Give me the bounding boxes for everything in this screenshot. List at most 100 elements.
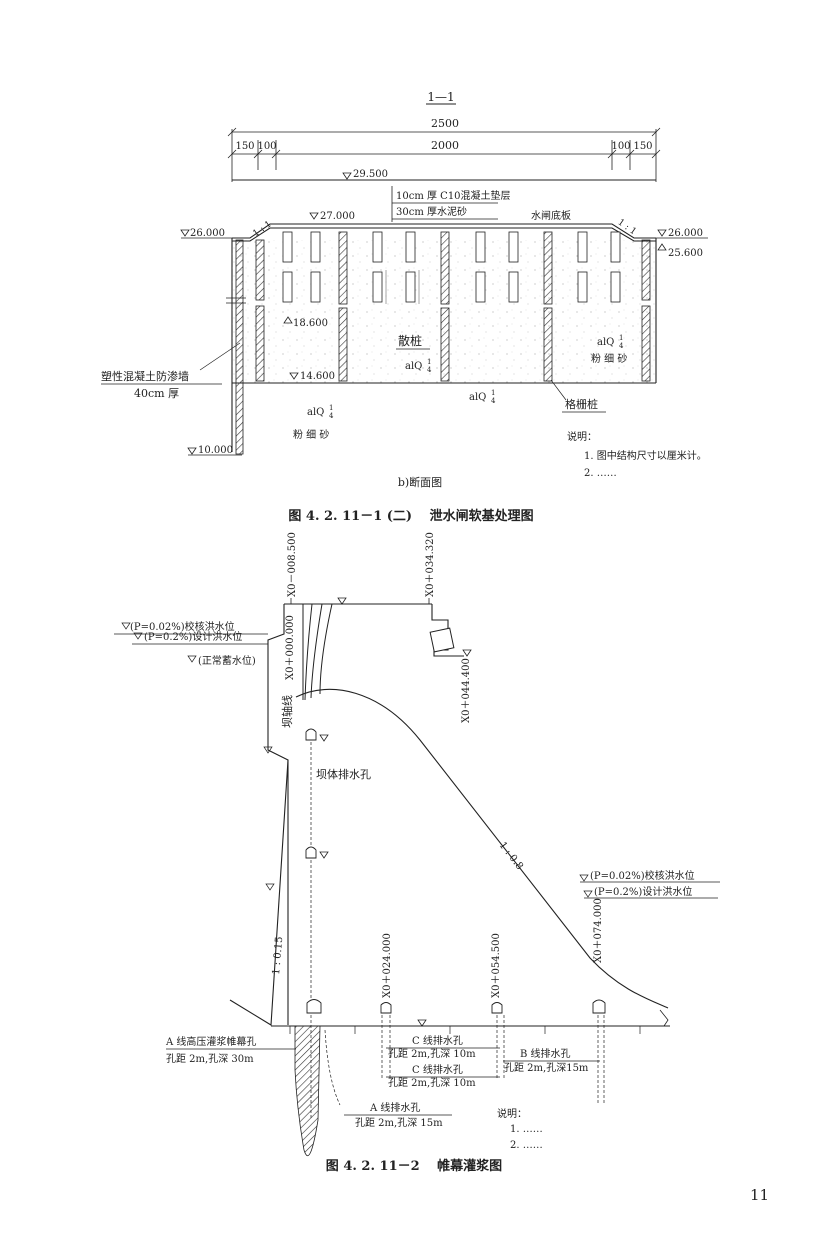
dam-axis-label: 坝轴线 <box>280 695 294 728</box>
seg-right-b: 150 <box>633 141 652 152</box>
dimension-total <box>227 127 661 182</box>
el-256-label: 25.600 <box>668 248 703 259</box>
el-27-label: 27.000 <box>320 211 355 222</box>
note-1: 1. 图中结构尺寸以厘米计。 <box>584 449 707 462</box>
design-flood-left: (P=0.2%)设计洪水位 <box>144 630 242 643</box>
figure-caption-2: 图 4. 2. 11－2 帷幕灌浆图 <box>326 1158 502 1174</box>
seg-right-a: 100 <box>611 141 630 152</box>
layer2-label: 30cm 厚水泥砂 <box>396 205 467 218</box>
subcaption: b)断面图 <box>398 475 442 489</box>
soil-sup: 1 <box>329 404 333 412</box>
el-26-left-label: 26.000 <box>190 228 225 239</box>
loose-piles <box>282 231 621 303</box>
dimension-segments <box>227 140 661 170</box>
seg-left-b: 100 <box>257 141 276 152</box>
station-e: X0＋024.000 <box>382 933 393 998</box>
soil-symbol: alQ <box>405 361 422 372</box>
figure-sluice-section: 1—1 2500 150 100 2000 100 1 <box>101 90 708 524</box>
elevation-marker-icon <box>289 372 299 380</box>
soil-label-lower-mid: alQ 1 4 <box>469 389 496 405</box>
station-a: X0－008.500 <box>287 532 298 597</box>
station-b: X0＋034.320 <box>425 532 436 597</box>
station-f: X0＋054.500 <box>491 933 502 998</box>
slope-015-label: 1 : 0.15 <box>271 936 285 975</box>
el-146-label: 14.600 <box>300 371 335 382</box>
layer1-label: 10cm 厚 C10混凝土垫层 <box>396 189 511 202</box>
b-drain-title: B 线排水孔 <box>520 1047 571 1060</box>
soil-sup: 1 <box>619 334 623 342</box>
soil-sub: 4 <box>427 366 432 374</box>
seg-middle: 2000 <box>431 139 459 152</box>
slope-left-label: 1 : 1 <box>251 219 273 239</box>
soil-sub: 4 <box>619 342 624 350</box>
c-drain-spec-2: 孔距 2m,孔深 10m <box>388 1077 476 1089</box>
soil-label-right: alQ 1 4 粉 细 砂 <box>591 334 627 365</box>
a-curtain-spec: 孔距 2m,孔深 30m <box>166 1053 254 1065</box>
downstream-levels <box>579 874 720 899</box>
soil-sup: 1 <box>491 389 495 397</box>
spillway-profile <box>295 604 669 1009</box>
el-26-right-label: 26.000 <box>668 228 703 239</box>
figure-curtain-grouting: X0－008.500 X0＋034.320 1 : 0.15 (P=0.02%)… <box>114 532 720 1174</box>
note-2-1: 1. …… <box>510 1124 543 1135</box>
grid-piles <box>255 231 651 382</box>
check-flood-right: (P=0.02%)校核洪水位 <box>590 869 695 882</box>
loose-pile-label: 散桩 <box>398 333 422 348</box>
elevation-marker-icon <box>319 851 329 859</box>
elevation-marker-icon <box>319 734 329 742</box>
wall-label-1: 塑性混凝土防渗墙 <box>101 369 189 383</box>
slope-08-label: 1 : 0.8 <box>497 840 525 872</box>
soil-label-left: alQ 1 4 粉 细 砂 <box>293 404 334 441</box>
wall-label-2: 40cm 厚 <box>134 387 179 400</box>
figure-caption: 图 4. 2. 11－1 (二) 泄水闸软基处理图 <box>288 508 533 524</box>
elevation-marker-icon <box>180 229 190 237</box>
elevation-marker-icon <box>187 447 197 455</box>
el-top-label: 29.500 <box>353 169 388 180</box>
check-flood-left: (P=0.02%)校核洪水位 <box>130 620 235 633</box>
note-2-2: 2. …… <box>510 1140 543 1151</box>
c-drain-title: C 线排水孔 <box>412 1034 463 1047</box>
grout-curtain <box>294 1025 321 1157</box>
design-flood-right: (P=0.2%)设计洪水位 <box>594 885 692 898</box>
soil-label-centre: alQ 1 4 <box>405 358 432 374</box>
total-width-label: 2500 <box>431 117 459 130</box>
elevation-marker-icon <box>283 316 293 324</box>
cutoff-wall <box>199 239 246 455</box>
c-drain-spec: 孔距 2m,孔深 10m <box>388 1048 476 1060</box>
upstream-levels <box>114 622 275 891</box>
station-d: X0＋044.400 <box>461 658 472 723</box>
elevation-marker-icon <box>309 212 319 220</box>
elevation-marker-icon <box>337 597 347 605</box>
el-186-label: 18.600 <box>293 318 328 329</box>
note-title: 说明： <box>567 430 597 443</box>
layer-callout: 10cm 厚 C10混凝土垫层 30cm 厚水泥砂 <box>391 186 511 222</box>
fine-sand-right: 粉 细 砂 <box>591 352 627 365</box>
elevation-marker-icon <box>417 1019 427 1027</box>
seg-left-a: 150 <box>235 141 254 152</box>
soil-sup: 1 <box>427 358 431 366</box>
soil-sub: 4 <box>329 412 334 420</box>
note-2: 2. …… <box>584 468 617 479</box>
grid-pile-label: 格栅桩 <box>565 397 598 411</box>
station-g: X0＋074.000 <box>593 898 604 963</box>
sluice-floor-label: 水闸底板 <box>531 209 571 222</box>
drain-galleries <box>305 728 606 1014</box>
a-drain-spec: 孔距 2m,孔深 15m <box>355 1117 443 1129</box>
note-title-2: 说明： <box>497 1107 527 1120</box>
dam-upstream-face <box>229 604 289 1026</box>
elevation-marker-icon <box>462 649 472 657</box>
page-number: 11 <box>750 1186 769 1204</box>
c-drain-title-2: C 线排水孔 <box>412 1063 463 1076</box>
el-10-label: 10.000 <box>198 445 233 456</box>
soil-symbol: alQ <box>597 337 614 348</box>
a-curtain-title: A 线高压灌浆帷幕孔 <box>165 1035 256 1048</box>
soil-sub: 4 <box>491 397 496 405</box>
soil-symbol: alQ <box>307 407 324 418</box>
elevation-marker-icon <box>657 229 667 237</box>
elevation-marker-icon <box>657 243 667 251</box>
station-c: X0＋000.000 <box>285 615 296 680</box>
section-label: 1—1 <box>427 90 454 104</box>
b-drain-spec: 孔距 2m,孔深15m <box>504 1062 589 1074</box>
dam-axis-lines <box>302 603 333 701</box>
